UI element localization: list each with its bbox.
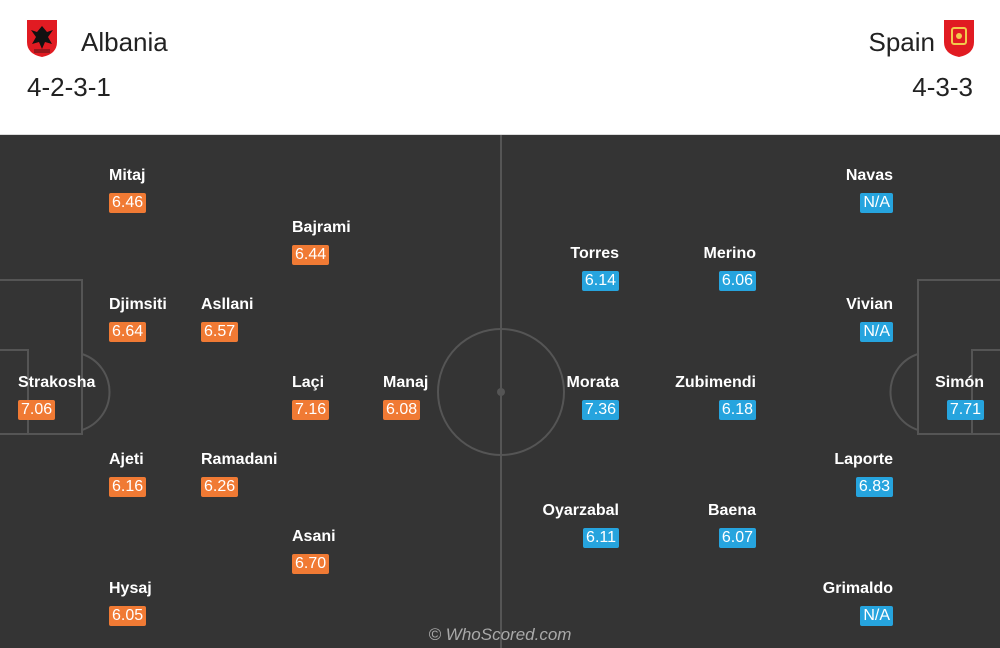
player-name: Mitaj [109,167,146,184]
player-rating: 6.70 [292,554,330,574]
player-name: Oyarzabal [542,502,619,519]
player-name: Asllani [201,296,254,313]
player-rating: 6.11 [583,528,619,548]
player-rating: 6.07 [718,528,756,548]
player-rating: 7.06 [18,400,56,420]
player-name: Navas [845,167,893,184]
player-name: Grimaldo [822,580,893,597]
player-rating: 6.16 [109,477,147,497]
player-name: Simón [935,374,984,391]
albania-crest-icon [27,20,57,57]
player-rating: N/A [860,193,893,213]
home-formation: 4-2-3-1 [27,72,111,102]
player-rating: N/A [860,606,893,626]
player-name: Djimsiti [109,296,167,313]
player-name: Hysaj [109,580,152,597]
player-rating: 6.64 [109,322,147,342]
player-name: Merino [703,245,756,262]
player-rating: 6.18 [718,400,756,420]
pitch: Mitaj 6.46 Bajrami 6.44 Djimsiti 6.64 As… [0,135,1000,648]
pitch-markings [0,135,1000,648]
player-rating: 7.36 [581,400,619,420]
player-rating: 7.71 [946,400,984,420]
player-name: Laçi [292,374,325,391]
player-rating: 6.57 [201,322,239,342]
player-rating: 6.14 [581,271,619,291]
player-rating: 6.83 [855,477,893,497]
player-name: Baena [707,502,756,519]
spain-crest-icon [944,20,974,57]
player-name: Bajrami [292,219,351,236]
away-formation: 4-3-3 [912,72,973,102]
player-name: Zubimendi [675,374,756,391]
player-name: Asani [292,528,336,545]
home-team-name[interactable]: Albania [81,27,168,57]
player-name: Ajeti [109,451,144,468]
player-rating: 7.16 [292,400,330,420]
player-name: Laporte [834,451,893,468]
player-name: Ramadani [201,451,278,468]
player-name: Torres [570,245,619,262]
match-header: Albania 4-2-3-1 Spain 4-3-3 [0,0,1000,135]
player-rating: N/A [860,322,893,342]
player-rating: 6.08 [383,400,421,420]
player-rating: 6.06 [718,271,756,291]
player-name: Manaj [383,374,429,391]
whoscored-credit[interactable]: © WhoScored.com [428,625,572,644]
player-rating: 6.44 [292,245,330,265]
player-rating: 6.46 [109,193,147,213]
player-name: Strakosha [18,374,96,391]
player-name: Vivian [846,296,893,313]
player-name: Morata [566,374,619,391]
player-rating: 6.26 [201,477,239,497]
player-rating: 6.05 [109,606,147,626]
away-team-name[interactable]: Spain [868,27,936,57]
